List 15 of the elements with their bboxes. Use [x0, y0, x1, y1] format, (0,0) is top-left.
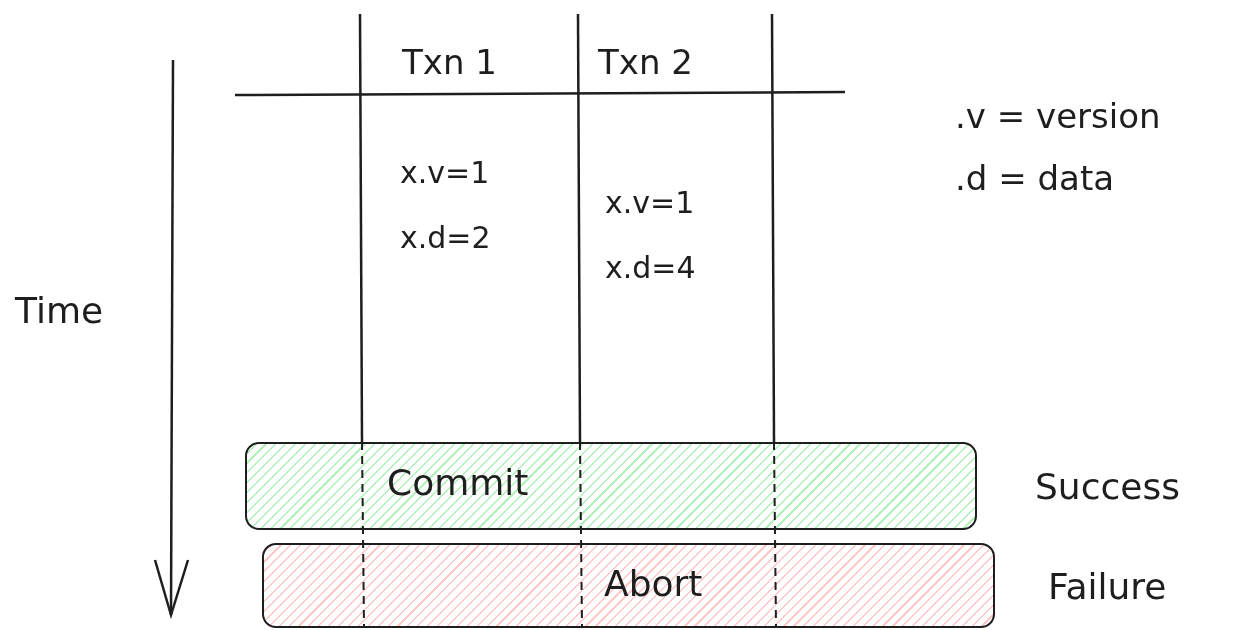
legend-note: .d = data [955, 158, 1115, 198]
status-band [262, 543, 995, 628]
outcome-label: Failure [1048, 566, 1167, 607]
legend-note: .v = version [955, 96, 1161, 136]
column-header: Txn 1 [402, 42, 497, 82]
outcome-label: Success [1035, 466, 1180, 507]
value-text: x.d=2 [400, 220, 491, 255]
band-label: Commit [387, 462, 529, 503]
value-text: x.v=1 [605, 185, 695, 220]
column-header: Txn 2 [598, 42, 693, 82]
axis-label: Time [15, 290, 104, 331]
status-band [245, 442, 977, 530]
value-text: x.v=1 [400, 155, 490, 190]
value-text: x.d=4 [605, 250, 696, 285]
band-label: Abort [604, 563, 703, 604]
